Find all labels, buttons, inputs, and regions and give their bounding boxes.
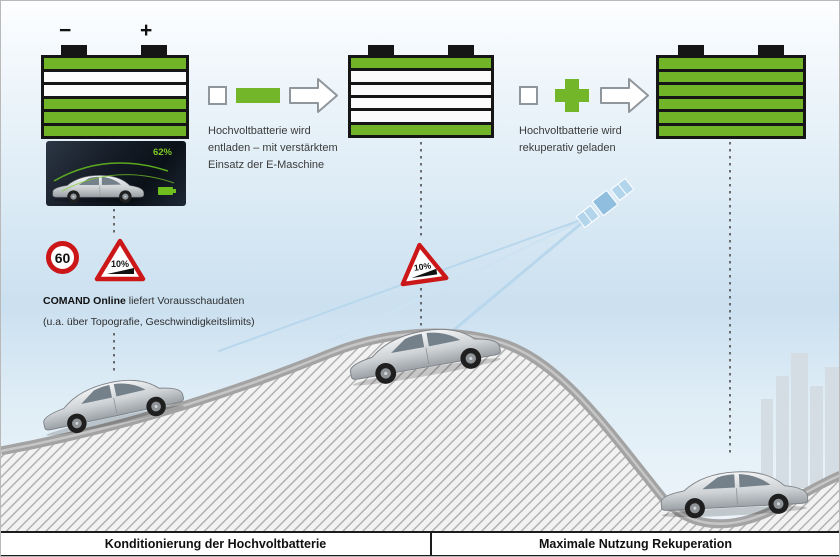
caption-right: Maximale Nutzung Rekuperation bbox=[538, 537, 733, 551]
step-2-caption: Hochvoltbatterie wird rekuperativ gelade… bbox=[519, 125, 622, 154]
battery-cell-white bbox=[351, 71, 491, 82]
dashed-connectors bbox=[113, 142, 731, 453]
satellite-icon bbox=[575, 177, 635, 229]
battery-2-icon bbox=[348, 55, 494, 138]
comand-online-caption: COMAND Online liefert Vorausschaudaten (… bbox=[43, 291, 293, 333]
battery-terminal-icon bbox=[61, 45, 87, 55]
caption-divider bbox=[430, 533, 432, 555]
charge-arrow-icon bbox=[519, 78, 649, 113]
speed-limit-value: 60 bbox=[54, 249, 71, 266]
battery-2-group bbox=[348, 25, 494, 141]
battery-cell-white bbox=[351, 84, 491, 95]
telemetry-overlay-lines bbox=[53, 162, 176, 195]
battery-3-icon bbox=[656, 55, 806, 139]
step-1-caption: Hochvoltbatterie wird entladen – mit ver… bbox=[208, 125, 338, 171]
comand-line-1: COMAND Online liefert Vorausschaudaten bbox=[43, 291, 293, 312]
comand-rest: liefert Vorausschaudaten bbox=[125, 295, 245, 307]
battery-terminal-icon bbox=[448, 45, 474, 55]
battery-cell-green bbox=[659, 85, 803, 96]
battery-cell-green bbox=[44, 112, 186, 123]
battery-cell-white bbox=[44, 71, 186, 82]
comand-bold: COMAND Online bbox=[43, 295, 126, 307]
battery-cell-green bbox=[351, 58, 491, 69]
caption-left: Konditionierung der Hochvoltbatterie bbox=[104, 537, 327, 551]
battery-terminal-icon bbox=[368, 45, 394, 55]
road-band-highlight bbox=[1, 331, 839, 526]
battery-1-group: − + bbox=[41, 20, 189, 141]
speed-limit-sign: 60 bbox=[46, 241, 79, 274]
gradient-warning-sign: 10% bbox=[94, 238, 146, 282]
battery-charge-readout: 62% bbox=[152, 147, 172, 158]
caption-bar: Konditionierung der Hochvoltbatterie Max… bbox=[1, 531, 839, 556]
car-telemetry-image: 62% bbox=[46, 141, 186, 206]
battery-terminal-icon bbox=[678, 45, 704, 55]
battery-cell-green bbox=[351, 124, 491, 135]
battery-cell-green bbox=[659, 112, 803, 123]
battery-cell-green bbox=[659, 98, 803, 109]
battery-1-icon bbox=[41, 55, 189, 139]
hill-hatched bbox=[1, 333, 839, 556]
battery-cell-green bbox=[659, 58, 803, 69]
minus-terminal-label: − bbox=[59, 19, 72, 42]
discharge-arrow-icon bbox=[208, 78, 338, 113]
battery-terminal-icon bbox=[758, 45, 784, 55]
plus-terminal-label: + bbox=[140, 19, 153, 42]
comand-line-2: (u.a. über Topografie, Geschwindigkeitsl… bbox=[43, 316, 255, 328]
battery-cell-white bbox=[351, 111, 491, 122]
battery-cell-green bbox=[659, 71, 803, 82]
car-valley bbox=[655, 458, 813, 522]
battery-3-group bbox=[656, 25, 806, 141]
battery-terminal-icon bbox=[141, 45, 167, 55]
battery-cell-green bbox=[44, 98, 186, 109]
city-skyline-silhouette bbox=[761, 353, 839, 492]
battery-cell-white bbox=[351, 97, 491, 109]
gradient-value: 10% bbox=[413, 260, 432, 272]
battery-cell-green bbox=[44, 125, 186, 136]
battery-cell-white bbox=[44, 85, 186, 96]
gradient-warning-sign-mid: 10% bbox=[400, 242, 449, 287]
gradient-value: 10% bbox=[111, 259, 129, 269]
battery-cell-green bbox=[659, 125, 803, 136]
battery-cell-green bbox=[44, 58, 186, 69]
